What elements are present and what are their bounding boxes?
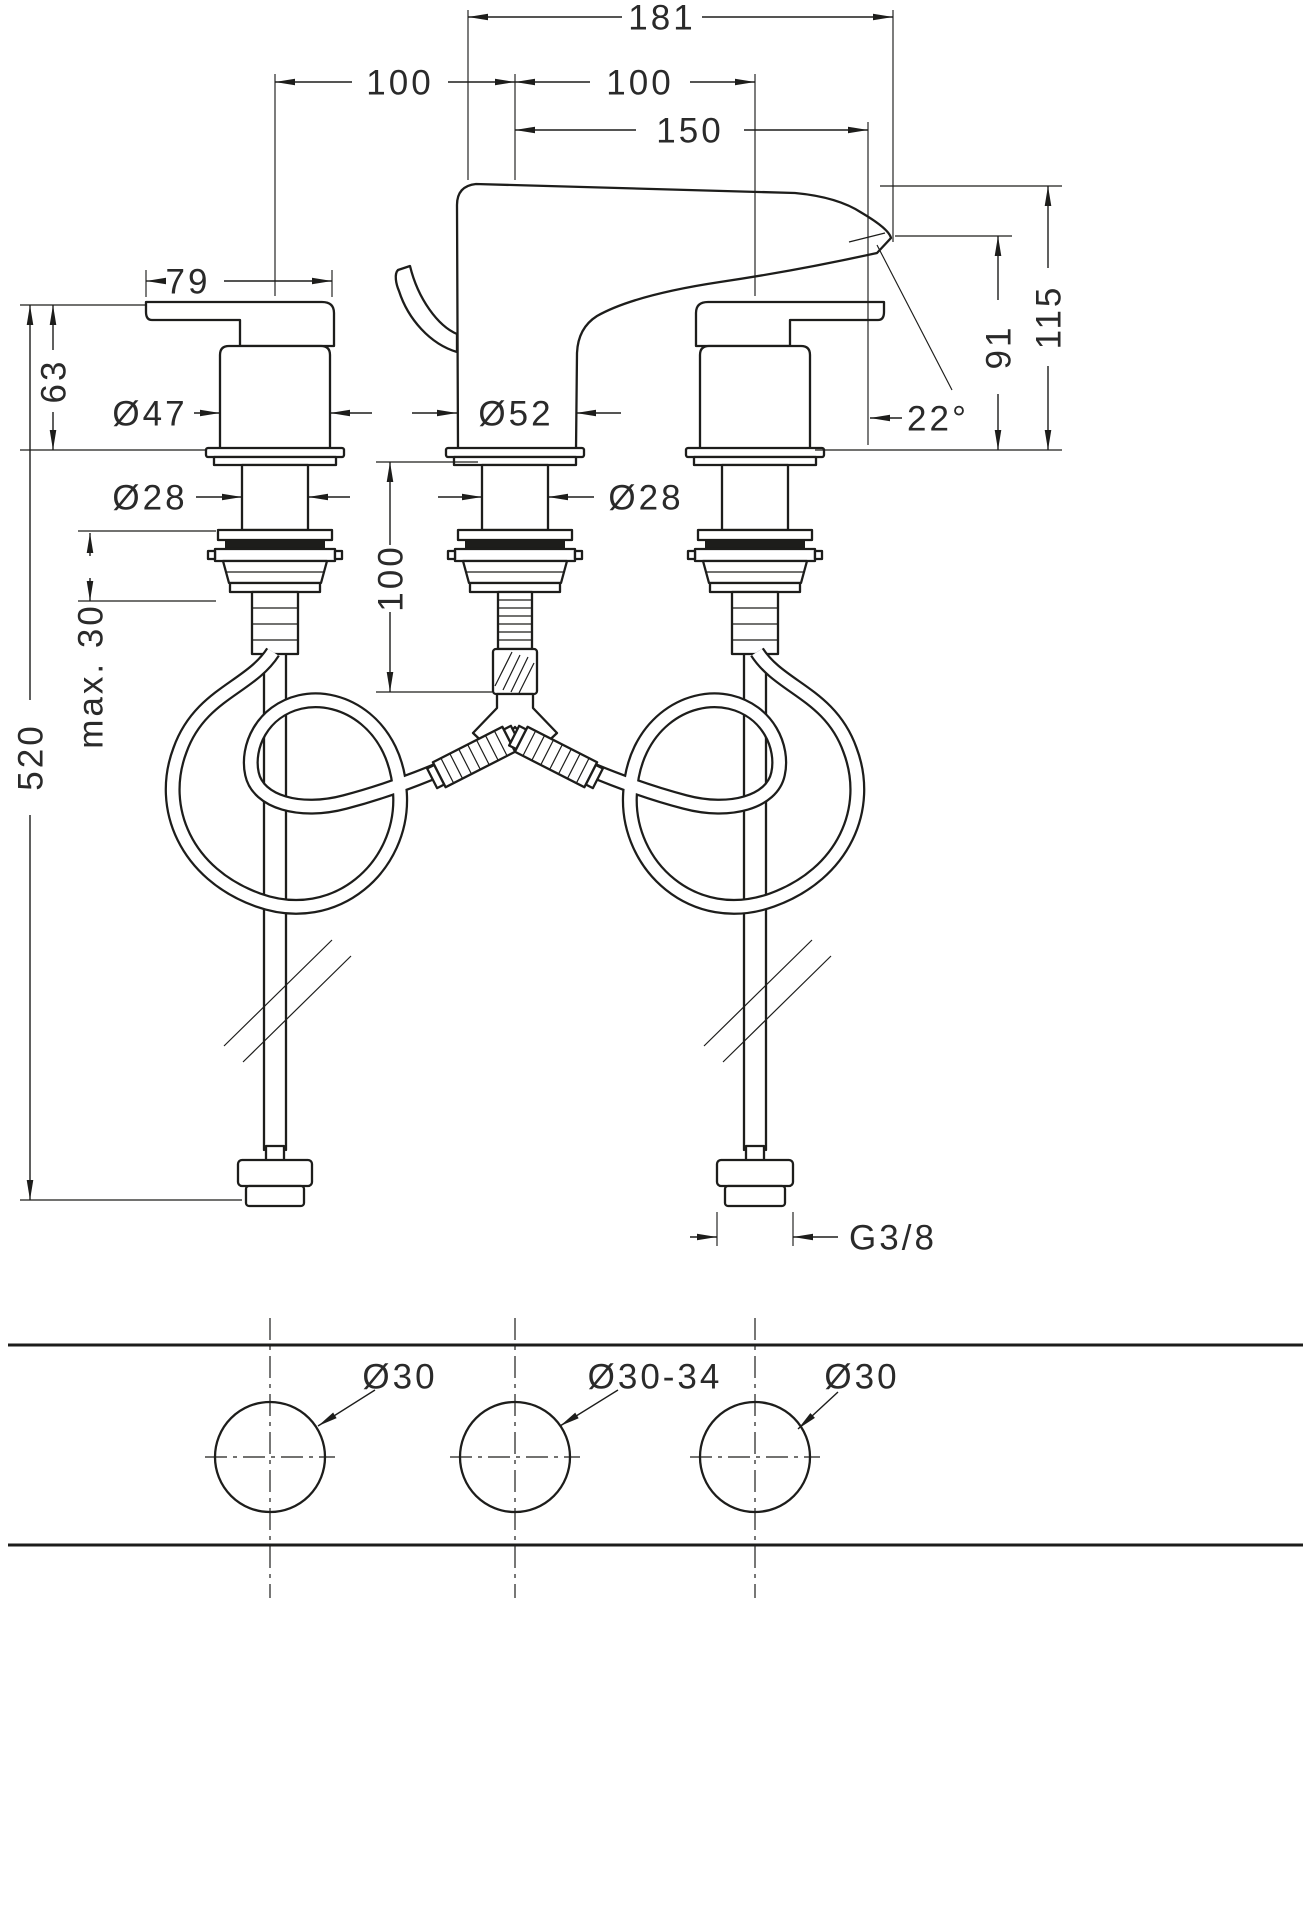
dimension-lines [26,13,1052,1241]
dimension-labels: 181 100 100 150 79 63 520 115 91 22° Ø52… [11,0,1068,1257]
dim-handle-length-label: 79 [166,262,211,301]
outlet-angle-line [876,244,953,391]
dim-max-deck-label: max. 30 [71,603,110,749]
left-valve-body [250,590,300,656]
dim-hole-left-label: Ø30 [362,1357,437,1396]
dim-handle-height-label: 63 [34,359,73,404]
left-flange [204,446,346,459]
right-valve-body [730,590,780,656]
right-handle-lever [694,300,886,348]
dim-spout-reach-label: 150 [656,111,723,150]
dim-hose-length-label: 520 [11,723,50,790]
spout-outline [455,182,893,452]
mounting-hole-left [213,1400,327,1514]
dim-spout-base-dia-label: Ø52 [478,394,553,433]
center-shank [480,463,550,532]
left-shank [240,463,310,532]
left-handle-base [218,344,332,452]
dim-shank-length-label: 100 [371,544,410,611]
dim-height-max-label: 115 [1029,285,1068,350]
center-threaded-rod [496,590,534,651]
supply-pipes [223,652,832,1208]
right-handle-base [698,344,812,452]
right-crimp-sleeve [507,724,605,790]
mounting-hole-center [458,1400,572,1514]
mounting-hole-right [698,1400,812,1514]
dim-height-outlet-label: 91 [979,325,1018,370]
right-flange [684,446,826,459]
supply-fitting-right [715,1144,795,1208]
spout-outlet-lip [848,232,886,243]
plan-view: Ø30 Ø30-34 Ø30 [8,1318,1303,1598]
dim-hole-right-label: Ø30 [824,1357,899,1396]
right-handle-fixture [684,300,886,656]
dim-shank-dia-center-label: Ø28 [608,478,683,517]
dim-pitch-left-label: 100 [366,63,433,102]
center-spout-fixture [394,182,893,696]
pipe-break-marks [223,939,832,1063]
dim-total-width-label: 181 [628,0,695,37]
dim-handle-base-dia-label: Ø47 [112,394,187,433]
left-handle-lever [144,300,336,348]
dim-shank-dia-left-label: Ø28 [112,478,187,517]
dim-hole-center-label: Ø30-34 [588,1357,723,1396]
extension-lines [20,10,1062,1246]
center-flange [444,446,586,459]
spout-side-lever [394,264,459,354]
center-coupler [491,647,539,696]
right-shank [720,463,790,532]
supply-fitting-left [236,1144,314,1208]
dim-supply-thread-label: G3/8 [849,1218,937,1257]
dim-pitch-right-label: 100 [606,63,673,102]
dim-outlet-angle-label: 22° [907,399,969,438]
flexible-hoses [164,647,866,915]
